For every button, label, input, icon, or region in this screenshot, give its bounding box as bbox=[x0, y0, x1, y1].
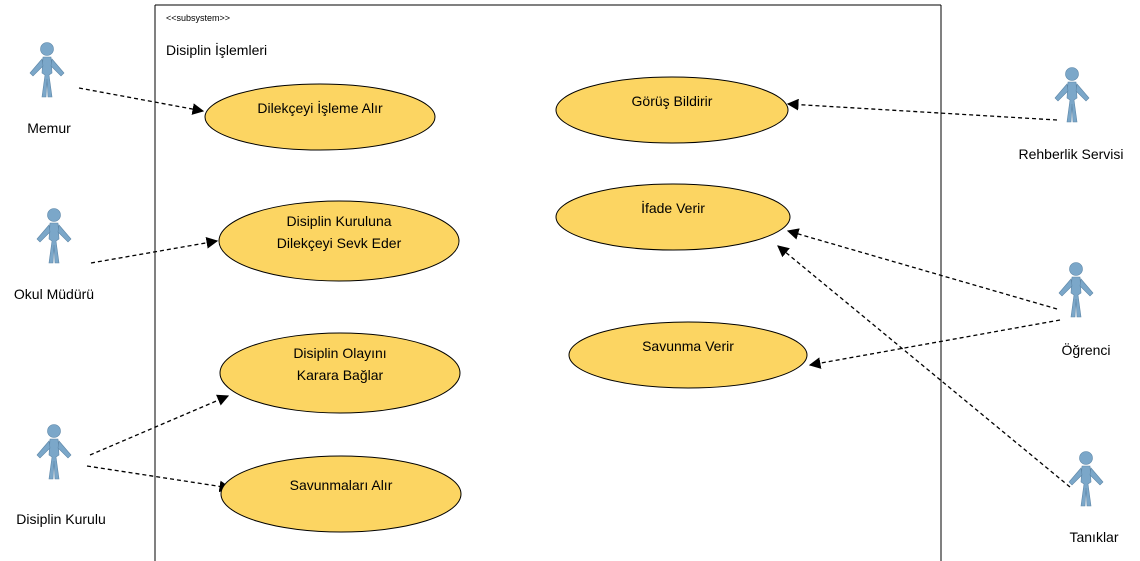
use-case-label: Disiplin Olayını bbox=[293, 345, 386, 361]
use-case-ellipse bbox=[204, 83, 436, 151]
person-actor-icon bbox=[29, 42, 65, 98]
association-lines bbox=[78, 87, 1071, 493]
actor-disiplin-kurulu[interactable]: Disiplin Kurulu bbox=[16, 424, 106, 528]
person-actor-icon bbox=[1068, 451, 1104, 507]
association-ogrenci-to-ifade-verir bbox=[786, 228, 1058, 310]
use-case-label: Savunmaları Alır bbox=[290, 477, 393, 493]
association-rehberlik-servisi-to-gorus-bildirir bbox=[786, 98, 1058, 121]
use-case-label: Dilekçeyi Sevk Eder bbox=[277, 235, 402, 251]
association-disiplin-kurulu-to-karara-baglar bbox=[89, 394, 230, 456]
person-actor-icon bbox=[1058, 262, 1094, 318]
person-actor-icon bbox=[36, 424, 72, 480]
association-disiplin-kurulu-to-savunmalari-alir bbox=[86, 465, 232, 493]
actor-label: Okul Müdürü bbox=[14, 286, 94, 302]
person-actor-icon bbox=[36, 208, 72, 264]
actor-rehberlik-servisi[interactable]: Rehberlik Servisi bbox=[1018, 67, 1124, 163]
actor-label: Rehberlik Servisi bbox=[1018, 146, 1123, 162]
actor-label: Disiplin Kurulu bbox=[16, 511, 105, 527]
actor-label: Öğrenci bbox=[1061, 341, 1110, 358]
association-taniklar-to-ifade-verir bbox=[777, 245, 1071, 488]
use-case-savunma-verir[interactable]: Savunma Verir bbox=[568, 321, 808, 389]
subsystem-stereotype: <<subsystem>> bbox=[166, 13, 230, 23]
use-case-label: Disiplin Kuruluna bbox=[286, 213, 391, 229]
use-case-label: Dilekçeyi İşleme Alır bbox=[257, 99, 383, 116]
use-case-ellipse bbox=[555, 76, 789, 144]
use-case-label: Görüş Bildirir bbox=[632, 93, 713, 109]
subsystem-title: Disiplin İşlemleri bbox=[166, 41, 267, 58]
actor-label: Memur bbox=[27, 120, 71, 136]
actor-taniklar[interactable]: Tanıklar bbox=[1068, 451, 1119, 546]
use-case-label: Savunma Verir bbox=[642, 338, 734, 354]
use-case-gorus-bildirir[interactable]: Görüş Bildirir bbox=[555, 76, 789, 144]
use-case-ifade-verir[interactable]: İfade Verir bbox=[555, 183, 791, 251]
actor-memur[interactable]: Memur bbox=[27, 42, 71, 137]
use-case-ellipse bbox=[220, 455, 462, 533]
use-case-savunmalari-alir[interactable]: Savunmaları Alır bbox=[220, 455, 462, 533]
use-case-ellipse bbox=[218, 200, 460, 282]
person-actor-icon bbox=[1054, 67, 1090, 123]
association-ogrenci-to-savunma-verir bbox=[808, 319, 1061, 369]
use-case-label: İfade Verir bbox=[641, 199, 705, 216]
use-case-dilekceyi-isleme-alir[interactable]: Dilekçeyi İşleme Alır bbox=[204, 83, 436, 151]
use-case-ellipse bbox=[219, 332, 461, 414]
subsystem-boundary: <<subsystem>> Disiplin İşlemleri bbox=[154, 4, 942, 561]
actor-label: Tanıklar bbox=[1069, 529, 1118, 545]
association-memur-to-dilekceyi-isleme-alir bbox=[78, 87, 205, 115]
actor-okul-muduru[interactable]: Okul Müdürü bbox=[14, 208, 94, 303]
actor-ogrenci[interactable]: Öğrenci bbox=[1058, 262, 1111, 359]
use-case-ellipse bbox=[568, 321, 808, 389]
use-case-ellipse bbox=[555, 183, 791, 251]
association-okul-muduru-to-sevk-eder bbox=[90, 237, 219, 264]
use-case-label: Karara Bağlar bbox=[297, 367, 384, 383]
